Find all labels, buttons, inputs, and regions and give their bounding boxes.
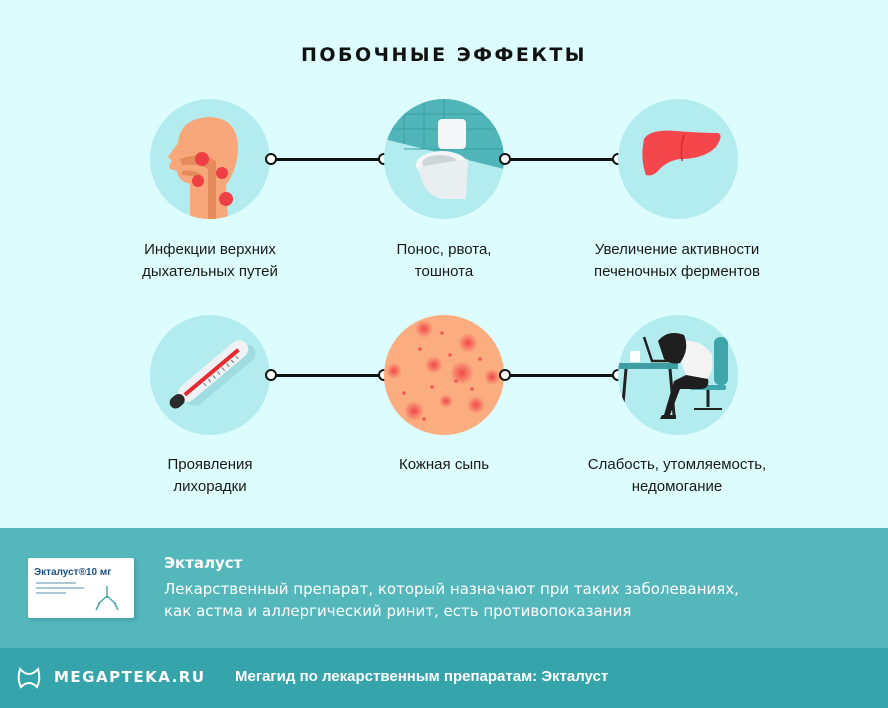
connector-dot bbox=[499, 369, 511, 381]
liver-icon bbox=[618, 99, 738, 219]
effect-label-line: Инфекции верхних bbox=[144, 241, 276, 258]
footer: MEGAPTEKA.RU Мегагид по лекарственным пр… bbox=[0, 648, 888, 708]
footer-guide-link[interactable]: Мегагид по лекарственным препаратам: Экт… bbox=[235, 668, 609, 685]
effect-label-line: тошнота bbox=[414, 263, 474, 280]
connector-line bbox=[505, 158, 617, 161]
page-title: ПОБОЧНЫЕ ЭФФЕКТЫ bbox=[300, 44, 587, 66]
connector-dot bbox=[265, 369, 277, 381]
toilet-icon bbox=[384, 99, 504, 219]
drug-description: Лекарственный препарат, который назначаю… bbox=[164, 578, 844, 622]
drug-package-label: Экталуст®10 мг bbox=[34, 567, 112, 578]
respiratory-infection-icon bbox=[150, 99, 270, 219]
connector-dot bbox=[499, 153, 511, 165]
effect-label-line: Проявления bbox=[167, 456, 253, 473]
effect-label-line: Слабость, утомляемость, bbox=[587, 456, 767, 473]
drug-info-band: Экталуст®10 мг Экталуст Лекарственный пр… bbox=[0, 528, 888, 648]
effect-label-line: Кожная сыпь bbox=[398, 456, 490, 473]
drug-description-line: как астма и аллергический ринит, есть пр… bbox=[164, 602, 632, 620]
megapteka-logo-link[interactable]: MEGAPTEKA.RU bbox=[54, 668, 206, 686]
effect-label-line: печеночных ферментов bbox=[594, 263, 760, 280]
skin-rash-icon bbox=[384, 315, 504, 435]
megapteka-logo-icon[interactable] bbox=[17, 667, 41, 689]
drug-package-image: Экталуст®10 мг bbox=[28, 558, 134, 618]
effect-label: Кожная сыпь bbox=[334, 454, 554, 476]
connector-dot bbox=[265, 153, 277, 165]
drug-name-link[interactable]: Экталуст bbox=[164, 554, 243, 572]
lungs-icon bbox=[95, 586, 119, 611]
effect-label: Увеличение активности печеночных фермент… bbox=[567, 239, 787, 283]
effect-label-line: дыхательных путей bbox=[142, 263, 278, 280]
fatigue-icon bbox=[618, 315, 738, 435]
effect-label: Проявления лихорадки bbox=[100, 454, 320, 498]
connector-line bbox=[505, 374, 617, 377]
effect-label: Слабость, утомляемость, недомогание bbox=[567, 454, 787, 498]
connector-line bbox=[271, 158, 383, 161]
connector-line bbox=[271, 374, 383, 377]
effect-label: Понос, рвота, тошнота bbox=[334, 239, 554, 283]
effect-label: Инфекции верхних дыхательных путей bbox=[100, 239, 320, 283]
drug-package-text bbox=[36, 582, 84, 597]
thermometer-icon bbox=[150, 315, 270, 435]
effect-label-line: лихорадки bbox=[173, 478, 247, 495]
effect-label-line: недомогание bbox=[631, 478, 723, 495]
effect-label-line: Увеличение активности bbox=[594, 241, 760, 258]
drug-description-line: Лекарственный препарат, который назначаю… bbox=[164, 580, 739, 598]
effect-label-line: Понос, рвота, bbox=[396, 241, 492, 258]
